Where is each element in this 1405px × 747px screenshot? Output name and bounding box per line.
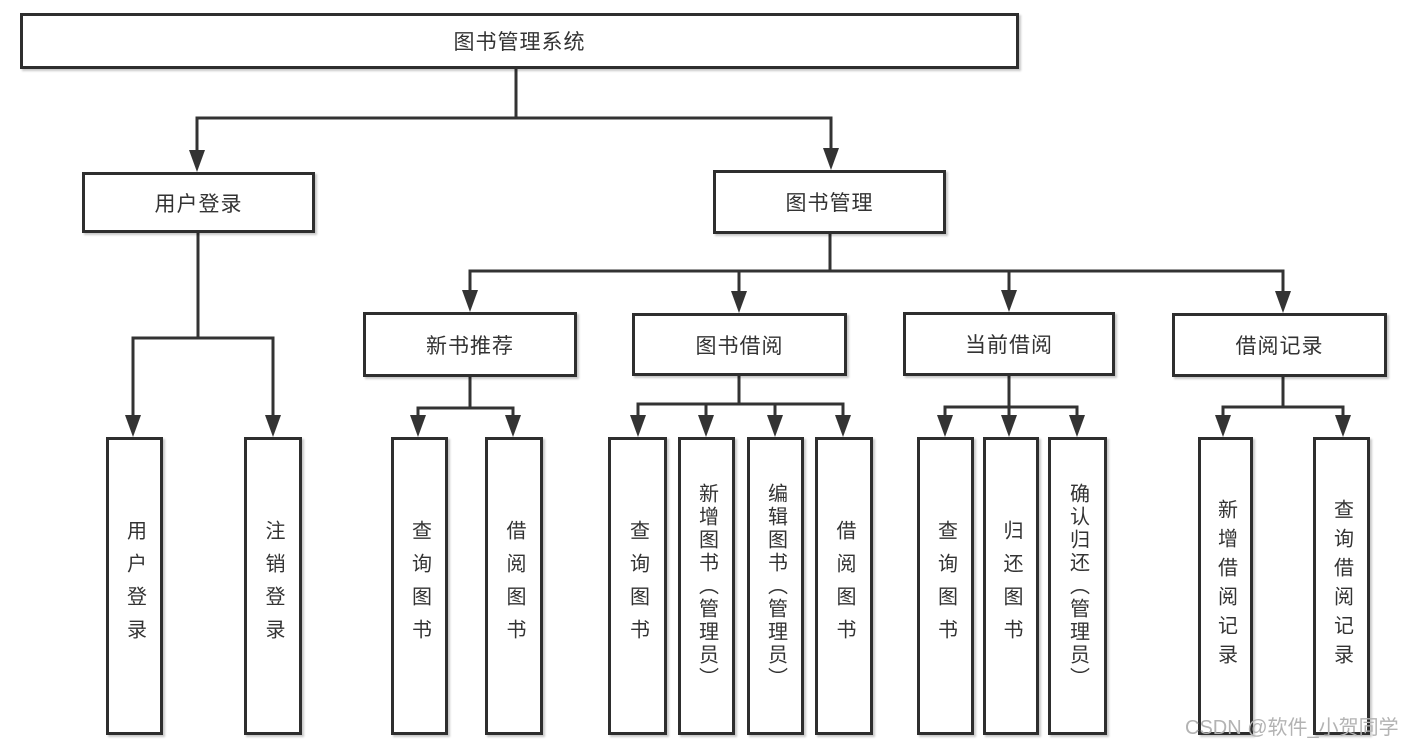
node-root-label: 图书管理系统 [453,31,586,54]
leaf-borrow-query-books-label: 查询图书 [626,520,649,652]
leaf-current-confirm-return-admin-label: 确认归还（管理员） [1066,482,1089,690]
leaf-logout: 注销登录 [244,437,302,735]
group-book-borrow: 图书借阅 [632,313,847,376]
leaf-user-login: 用户登录 [106,437,163,735]
leaf-borrow-edit-books-admin: 编辑图书（管理员） [747,437,804,735]
leaf-current-query-books: 查询图书 [917,437,974,735]
leaf-logout-label: 注销登录 [262,520,284,652]
arrowheads [125,148,1351,437]
leaf-borrow-edit-books-admin-label: 编辑图书（管理员） [764,482,787,690]
leaf-current-return-books-label: 归还图书 [1000,520,1022,652]
leaf-current-query-books-label: 查询图书 [934,520,957,652]
group-new-book-recommend: 新书推荐 [363,312,577,377]
leaf-current-confirm-return-admin: 确认归还（管理员） [1048,437,1107,735]
group-book-borrow-label: 图书借阅 [695,334,784,358]
leaf-records-add-record-label: 新增借阅记录 [1214,499,1237,673]
leaf-borrow-borrow-books-label: 借阅图书 [833,520,855,652]
group-current-borrow: 当前借阅 [903,312,1115,376]
leaf-user-login-label: 用户登录 [123,520,146,652]
group-borrow-records: 借阅记录 [1172,313,1387,377]
leaf-current-return-books: 归还图书 [983,437,1039,735]
leaf-borrow-query-books: 查询图书 [608,437,667,735]
leaf-borrow-add-books-admin: 新增图书（管理员） [678,437,735,735]
leaf-borrow-add-books-admin-label: 新增图书（管理员） [695,482,718,690]
branch-user-login: 用户登录 [82,172,315,233]
leaf-recommend-query-books-label: 查询图书 [408,520,431,652]
leaf-recommend-query-books: 查询图书 [391,437,448,735]
leaf-records-add-record: 新增借阅记录 [1198,437,1253,735]
leaf-recommend-borrow-books: 借阅图书 [485,437,543,735]
group-current-borrow-label: 当前借阅 [965,334,1053,357]
leaf-borrow-borrow-books: 借阅图书 [815,437,873,735]
group-new-book-recommend-label: 新书推荐 [426,334,514,358]
node-root: 图书管理系统 [20,13,1019,69]
leaf-records-query-record-label: 查询借阅记录 [1330,499,1353,673]
branch-book-management: 图书管理 [713,170,946,234]
branch-user-login-label: 用户登录 [154,192,243,216]
leaf-records-query-record: 查询借阅记录 [1313,437,1370,735]
watermark: CSDN @软件_小贺同学 [1185,717,1399,739]
group-borrow-records-label: 借阅记录 [1235,335,1324,358]
branch-book-management-label: 图书管理 [785,192,874,215]
leaf-recommend-borrow-books-label: 借阅图书 [503,520,525,652]
